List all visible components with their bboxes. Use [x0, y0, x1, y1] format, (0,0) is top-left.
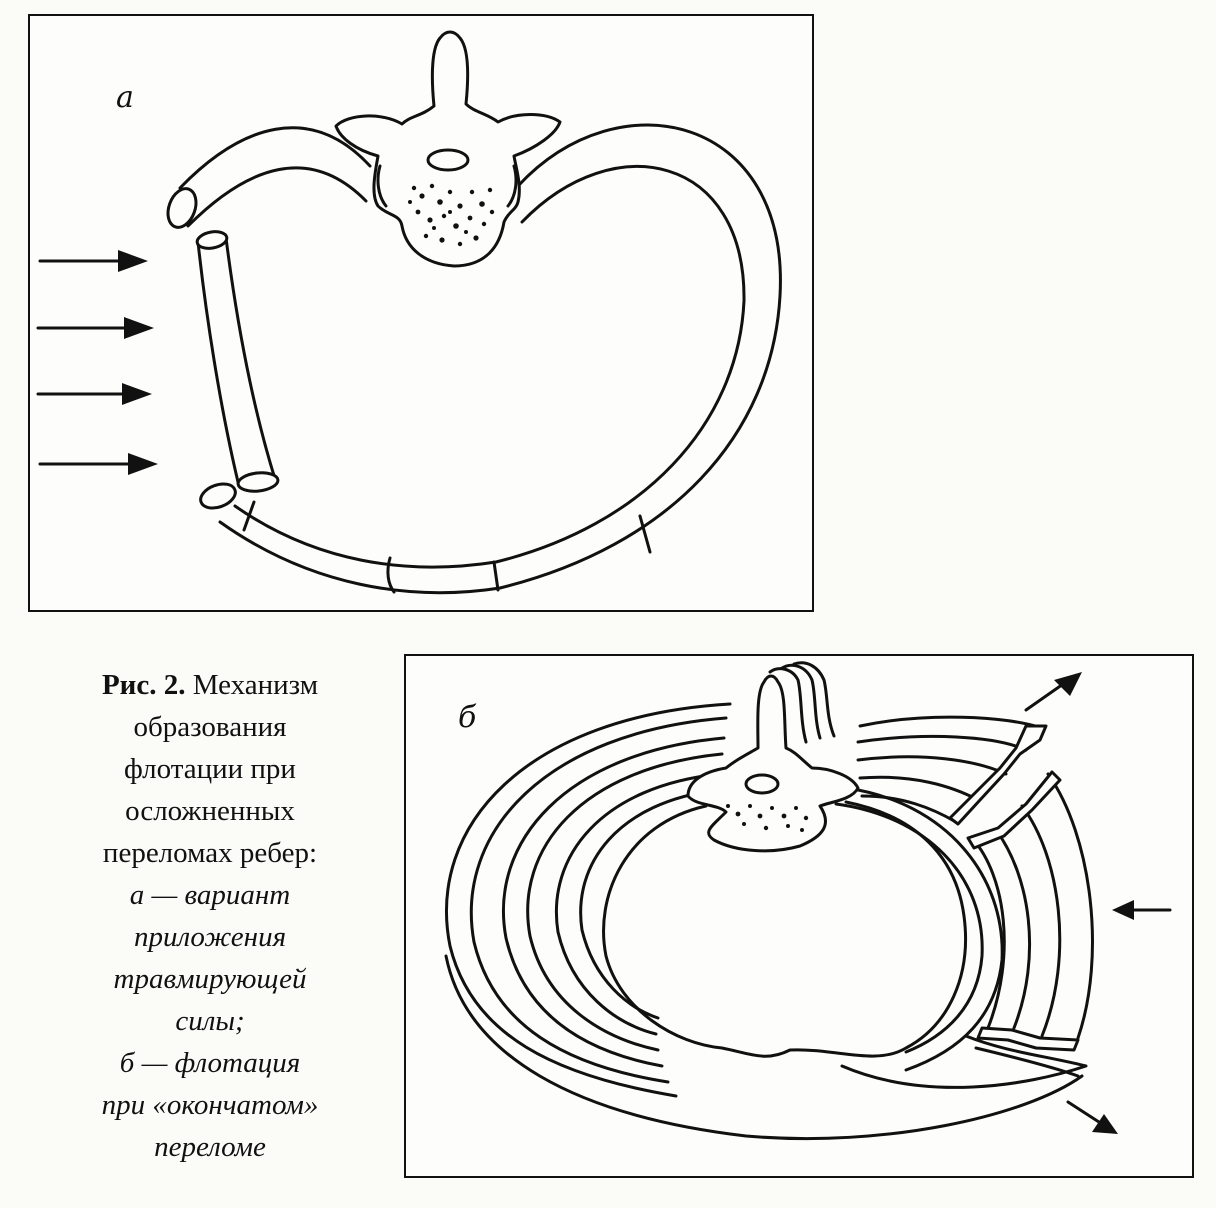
right-rib-arches: [834, 786, 1004, 1072]
arrow-lower-right: [1066, 1100, 1118, 1134]
caption-title-line: осложненных: [125, 795, 295, 827]
panel-a-illustration: [36, 30, 782, 595]
panel-b-window-fracture-flotation: б: [404, 654, 1194, 1178]
figure-caption: Рис. 2. Механизм образования флотации пр…: [20, 664, 400, 1168]
vertebra-cancellous-bone: [726, 804, 809, 832]
caption-number: Рис. 2.: [101, 669, 186, 701]
movement-arrows: [1024, 672, 1172, 1134]
caption-title-line: Механизм: [192, 669, 319, 701]
caption-item-a-line: травмирующей: [113, 963, 307, 995]
panel-a-letter: а: [116, 80, 134, 115]
force-arrow-2: [36, 317, 154, 339]
caption-item-a-line: силы;: [175, 1005, 245, 1037]
caption-item-a-line: приложения: [133, 921, 287, 953]
caption-item-b-line: б — флотация: [119, 1047, 301, 1079]
caption-item-a-line: а — вариант: [129, 879, 291, 911]
caption-title-line: образования: [133, 711, 287, 743]
panel-b-letter: б: [458, 700, 477, 735]
caption-item-b-line: переломе: [154, 1131, 266, 1163]
arrow-right-inward: [1112, 900, 1172, 920]
vertebra: [686, 661, 860, 853]
upper-right-rib-segments: [856, 715, 1048, 826]
force-arrow-1: [38, 250, 148, 272]
arrow-upper-right: [1024, 672, 1082, 712]
force-arrow-3: [36, 383, 152, 405]
rib-ring: [199, 123, 782, 595]
caption-title-line: переломах ребер:: [102, 837, 318, 869]
vertebra: [334, 30, 562, 268]
floating-rib-fragment: [195, 230, 280, 493]
upper-left-rib: [166, 126, 372, 229]
floating-window-segment: [966, 770, 1094, 1052]
panel-b-illustration: [444, 661, 1172, 1141]
caption-item-b-line: при «окончатом»: [101, 1089, 319, 1121]
caption-title-line: флотации при: [124, 753, 296, 785]
force-arrow-4: [38, 453, 158, 475]
left-rib-arches: [445, 702, 967, 1098]
caption-line-1: Рис. 2. Механизм: [20, 664, 400, 706]
lower-rib-tails: [444, 954, 1088, 1141]
vertebra-cancellous-bone: [408, 183, 495, 247]
panel-a-rib-fracture-force: а: [28, 14, 814, 612]
force-arrows: [36, 250, 158, 475]
